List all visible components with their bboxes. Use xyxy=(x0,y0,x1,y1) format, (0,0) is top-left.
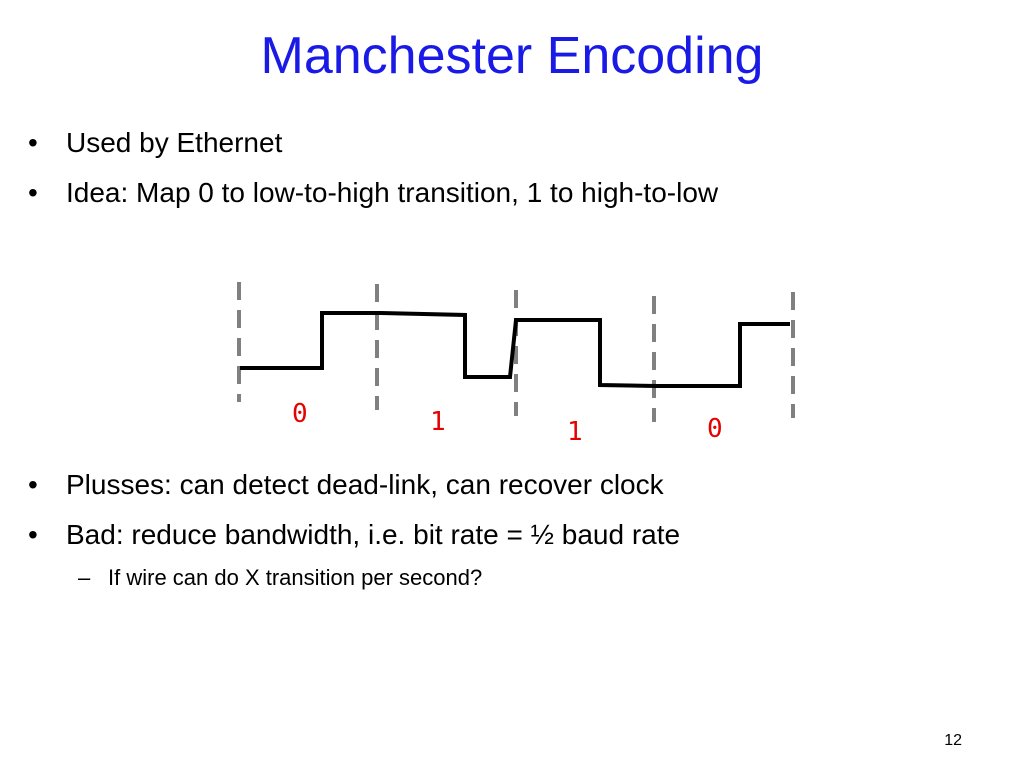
bit-label: 0 xyxy=(292,399,308,429)
slide-title: Manchester Encoding xyxy=(260,27,764,85)
bullet-item: • Used by Ethernet xyxy=(28,118,718,168)
bullet-text: Used by Ethernet xyxy=(66,127,283,158)
manchester-diagram: 0 1 1 0 xyxy=(220,270,820,450)
bullet-dot-icon: • xyxy=(28,177,38,208)
bit-label: 0 xyxy=(707,414,723,444)
bullet-item: • Plusses: can detect dead-link, can rec… xyxy=(28,460,680,510)
bullet-dot-icon: • xyxy=(28,519,38,550)
bullet-dot-icon: • xyxy=(28,469,38,500)
bullet-text: Idea: Map 0 to low-to-high transition, 1… xyxy=(66,177,719,208)
bottom-bullet-list: • Plusses: can detect dead-link, can rec… xyxy=(28,460,680,596)
bit-label: 1 xyxy=(430,407,446,437)
bullet-dot-icon: • xyxy=(28,127,38,158)
signal-trace xyxy=(240,311,790,388)
sub-bullet-item: – If wire can do X transition per second… xyxy=(28,560,680,596)
dash-icon: – xyxy=(78,565,91,590)
top-bullet-list: • Used by Ethernet • Idea: Map 0 to low-… xyxy=(28,118,718,218)
bullet-text: Bad: reduce bandwidth, i.e. bit rate = ½… xyxy=(66,519,681,550)
bit-label: 1 xyxy=(567,417,583,447)
bullet-item: • Idea: Map 0 to low-to-high transition,… xyxy=(28,168,718,218)
bullet-item: • Bad: reduce bandwidth, i.e. bit rate =… xyxy=(28,510,680,560)
manchester-waveform: 0 1 1 0 xyxy=(237,282,795,447)
sub-bullet-text: If wire can do X transition per second? xyxy=(108,565,483,590)
page-number: 12 xyxy=(944,732,962,749)
bullet-text: Plusses: can detect dead-link, can recov… xyxy=(66,469,664,500)
